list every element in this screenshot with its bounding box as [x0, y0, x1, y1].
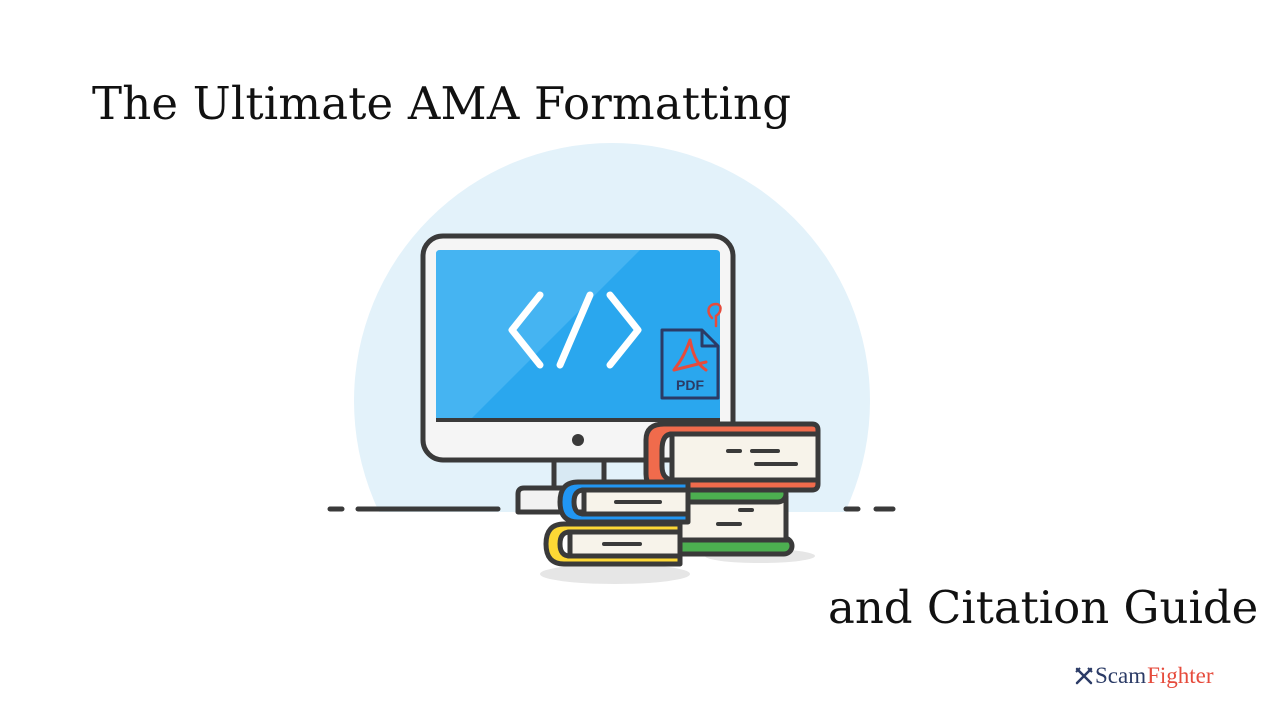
page-title-line-2: and Citation Guide [828, 581, 1259, 634]
book-stack-small-icon [543, 479, 691, 567]
pdf-label: PDF [676, 377, 704, 393]
code-icon [508, 291, 642, 369]
pdf-file-icon: PDF [660, 302, 722, 400]
monitor-icon [420, 233, 736, 515]
crossed-swords-icon [1075, 667, 1093, 685]
brand-name-part-2: Fighter [1147, 663, 1214, 688]
brand-name-part-1: Scam [1095, 663, 1147, 688]
page-title-line-1: The Ultimate AMA Formatting [92, 77, 792, 130]
